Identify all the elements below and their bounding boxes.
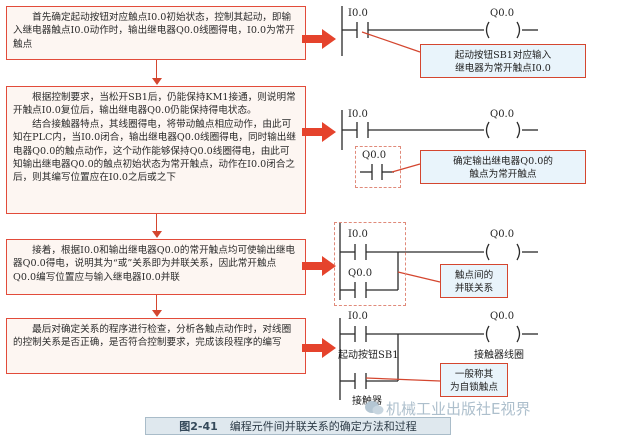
contact-label: I0.0 (348, 8, 368, 19)
right-arrow-icon (302, 122, 336, 142)
callout-start-contact: 起动按钮SB1对应输入 继电器为常开触点I0.0 (420, 44, 586, 78)
right-arrow-icon (302, 256, 336, 276)
right-arrow-icon (302, 29, 336, 49)
step-3-text: 接着，根据I0.0和输出继电器Q0.0的常开触点均可使输出继电器Q0.0得电，说… (6, 239, 306, 295)
callout-parallel: 触点间的 并联关系 (440, 264, 508, 298)
step-2-text: 根据控制要求，当松开SB1后，仍能保持KM1接通，则说明常开触点I0.0复位后，… (6, 86, 306, 214)
start-button-label: 起动按钮SB1 (338, 350, 399, 361)
coil-label: Q0.0 (490, 229, 515, 240)
contact-label: I0.0 (348, 109, 368, 120)
callout-self-lock: 一般称其 为自锁触点 (440, 363, 508, 397)
callout-output-contact: 确定输出继电器Q0.0的 触点为常开触点 (420, 150, 586, 184)
step-1-text: 首先确定起动按钮对应触点I0.0初始状态，控制其起动，即输入继电器触点I0.0动… (6, 6, 306, 60)
contact-label: I0.0 (348, 229, 368, 240)
contact-label: Q0.0 (348, 268, 373, 279)
flow-line-3 (156, 295, 158, 311)
right-arrow-icon (302, 338, 336, 358)
contact-caption-label: 接触器 (352, 396, 382, 407)
coil-label: Q0.0 (490, 109, 515, 120)
watermark-logo-icon (365, 401, 384, 415)
figure-caption: 图2-41 编程元件间并联关系的确定方法和过程 (145, 417, 451, 435)
flow-arrowhead-2 (152, 231, 162, 238)
flow-line-1 (156, 60, 158, 79)
coil-label: Q0.0 (490, 8, 515, 19)
step-4-text: 最后对确定关系的程序进行检查，分析各触点动作时，对线圈的控制关系是否正确，是否符… (6, 318, 306, 374)
parallel-highlight-box (334, 222, 406, 306)
flow-arrowhead-1 (152, 78, 162, 85)
coil-caption-label: 接触器线圈 (474, 350, 524, 361)
flow-arrowhead-3 (152, 310, 162, 317)
contact-label: I0.0 (348, 311, 368, 322)
contact-highlight-box (355, 146, 401, 188)
watermark-text: 机械工业出版社E视界 (386, 400, 531, 418)
contact-label: Q0.0 (362, 150, 387, 161)
coil-label: Q0.0 (490, 311, 515, 322)
flow-line-2 (156, 214, 158, 232)
figure-number: 图2-41 (179, 420, 218, 433)
figure-title: 编程元件间并联关系的确定方法和过程 (229, 420, 417, 433)
